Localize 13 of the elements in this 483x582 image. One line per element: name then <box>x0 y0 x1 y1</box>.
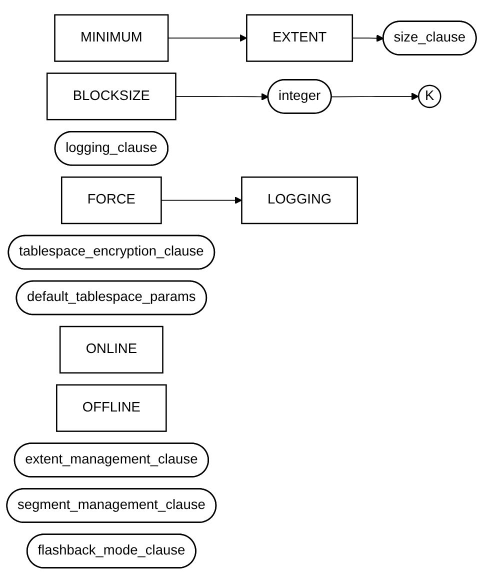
node-box: OFFLINE <box>56 384 167 432</box>
arrow <box>352 34 384 42</box>
arrow <box>175 92 269 100</box>
arrow <box>168 34 248 42</box>
arrow <box>331 92 419 100</box>
node-circle: K <box>418 84 442 108</box>
arrow <box>160 196 242 204</box>
node-box: EXTENT <box>246 14 354 62</box>
node-box: FORCE <box>60 176 162 224</box>
node-box: ONLINE <box>59 326 164 374</box>
node-box: MINIMUM <box>54 14 169 62</box>
node-box: LOGGING <box>241 176 358 224</box>
node-box: BLOCKSIZE <box>46 72 176 120</box>
